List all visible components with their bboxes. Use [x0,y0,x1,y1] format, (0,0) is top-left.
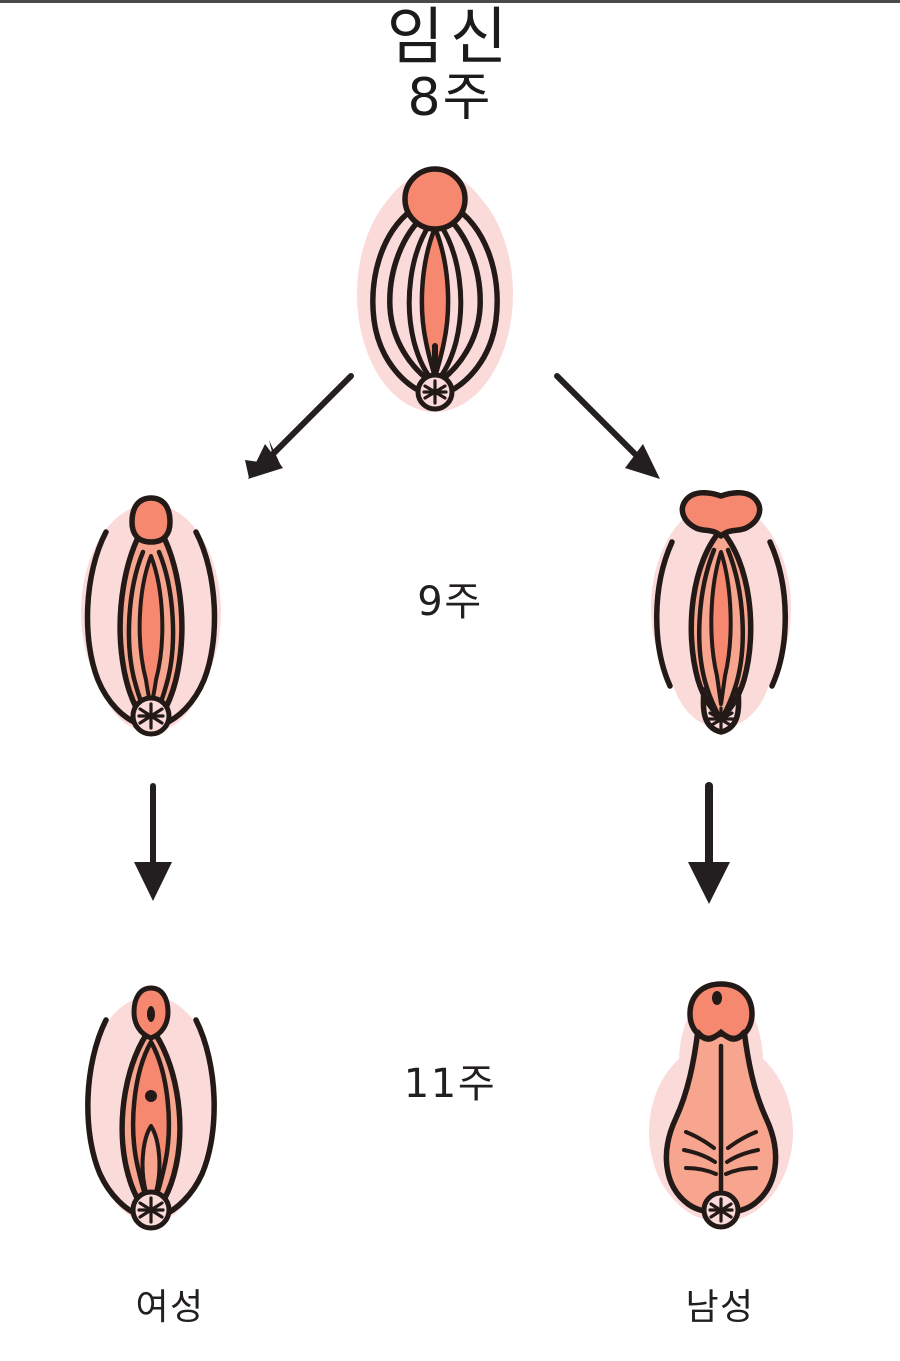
arrow-head [688,862,730,904]
urethral-groove [709,550,733,706]
arrow-to-female [245,373,354,479]
figure-undifferentiated-8-weeks [357,166,513,412]
arrow-head-fill [248,444,283,479]
urogenital-fold-left [406,221,437,385]
scrotal-rugae-right [724,1130,760,1176]
stage-label-11-weeks: 11주 [403,1061,497,1107]
labia-majora-right [161,529,218,727]
arrow-to-male [554,373,660,479]
corona-groove [695,1028,747,1041]
urogenital-fold-right [718,547,746,723]
scrotal-raphe-u-shape [700,687,742,735]
arrow-shaft [266,373,354,461]
urethral-meatus [712,991,722,1005]
anus-star-icon [707,706,735,732]
urethral-opening [145,1090,157,1102]
clitoris-dot [147,1006,155,1022]
scrotal-rugae-left [682,1130,718,1176]
arrow-male-9-to-11 [688,782,730,904]
arrow-head [134,862,172,901]
figure-female-11-weeks [85,985,217,1231]
arrow-female-9-to-11 [134,783,172,901]
labia-majora-left [84,529,141,727]
urogenital-fold-left [696,547,724,723]
arrow-head [625,444,660,479]
genital-tubercle [402,166,468,232]
anus-star-icon [708,1197,734,1223]
figure-male-9-weeks [651,490,791,735]
figure-female-9-weeks [81,495,221,737]
outcome-label-female: 여성 [135,1287,205,1328]
top-edge-line [0,0,900,3]
stage-label-9-weeks: 9주 [417,579,483,625]
anus-star-icon [422,379,448,405]
anus-star-icon [137,702,165,730]
glans-bilobed [679,490,763,539]
page-title: 임신 8주 [300,6,600,129]
figure-male-11-weeks [649,981,793,1230]
scrotal-swelling-left [654,539,675,689]
labia-majora-right [159,1017,217,1219]
labia-majora-left [85,1017,143,1219]
title-line-week-8: 8주 [407,68,493,128]
title-line-pregnancy: 임신 [386,0,514,73]
clitoris-glans [129,495,173,545]
arrow-shaft [554,373,642,461]
anus-star-icon [137,1196,165,1224]
scrotal-swelling-right [767,539,788,689]
outcome-label-male: 남성 [685,1287,755,1328]
urogenital-fold-right [433,221,464,385]
